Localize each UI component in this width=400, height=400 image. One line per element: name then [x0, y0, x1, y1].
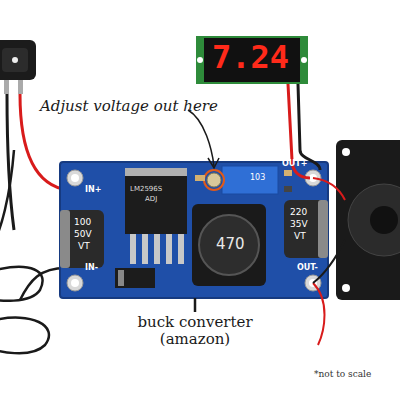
capacitor-marking: 220 [290, 208, 307, 218]
capacitor-marking: 50V [74, 230, 92, 240]
capacitor-marking: VT [294, 232, 306, 242]
capacitor-marking: VT [78, 242, 90, 252]
arrow-head [208, 158, 219, 168]
caption-text: buck converter (amazon) [120, 314, 270, 347]
pin-label: IN- [85, 264, 98, 273]
pin-label: OUT+ [282, 160, 307, 169]
pin-label: IN+ [85, 186, 101, 195]
black-wire [313, 240, 345, 283]
display-reading: 7.24 [212, 40, 289, 75]
note-text: *not to scale [314, 370, 371, 380]
ic-marking: ADJ [145, 196, 157, 204]
red-wire [313, 283, 325, 345]
buck-converter-board [60, 162, 328, 298]
leader-arrow [188, 110, 214, 166]
fan [336, 140, 400, 300]
black-wire [298, 84, 320, 170]
inductor-marking: 470 [216, 236, 245, 253]
capacitor-marking: 35V [290, 220, 308, 230]
capacitor-marking: 100 [74, 218, 91, 228]
pot-marking: 103 [250, 174, 265, 183]
voltmeter-display [196, 36, 308, 84]
ic-marking: LM2596S [130, 186, 162, 194]
red-wire [313, 178, 345, 200]
callout-text: Adjust voltage out here [40, 98, 218, 115]
leader-line [194, 298, 197, 312]
pin-label: OUT- [297, 264, 318, 273]
rocker-switch [0, 40, 36, 94]
black-wire [7, 94, 14, 230]
